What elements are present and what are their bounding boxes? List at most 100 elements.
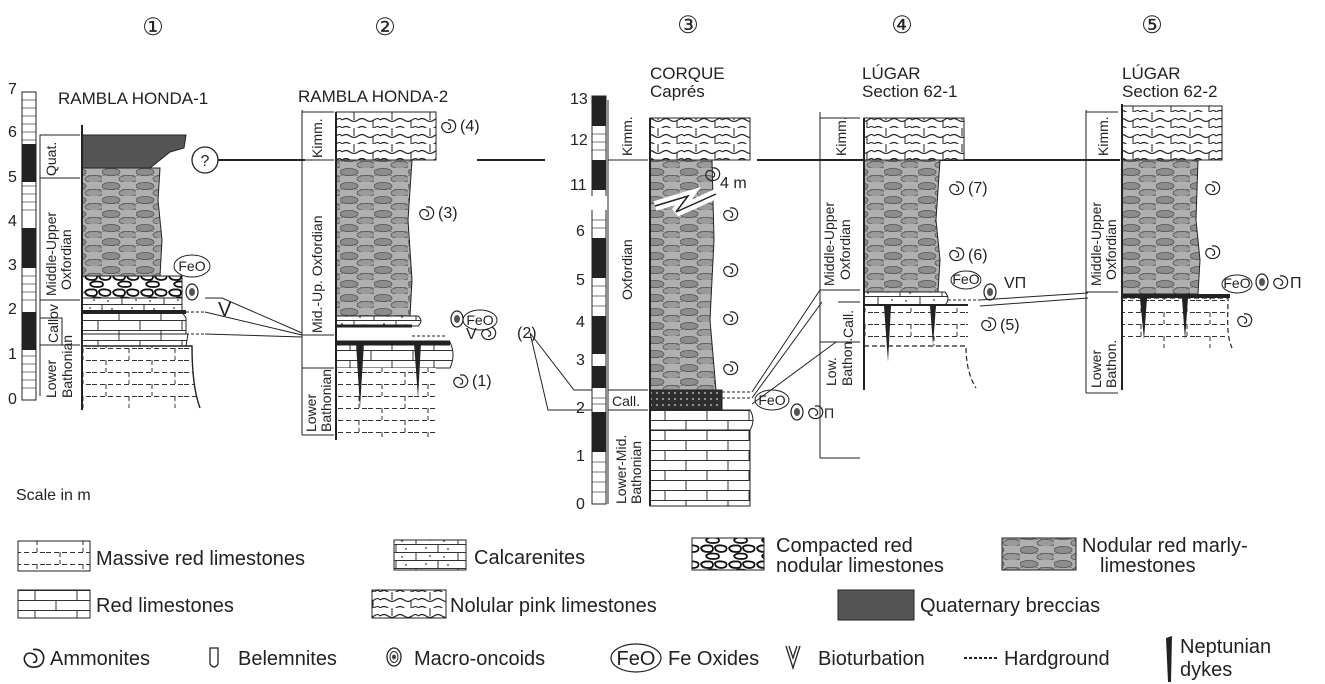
col4-unit-oxf1: Middle-Upper — [821, 202, 837, 286]
col4-unit-call: Call. — [840, 310, 856, 338]
column-5-title: LÚGAR — [1122, 64, 1181, 83]
col1-tick-0: 0 — [8, 391, 17, 408]
column-4-subtitle: Section 62-1 — [862, 82, 957, 101]
col4-ref-5: (5) — [1000, 317, 1020, 334]
col1-tick-5: 5 — [8, 169, 17, 186]
column-1: 0 1 2 3 4 5 6 7 Quat. Middle-Upper Oxfor… — [8, 81, 232, 410]
legend-nodular-pink: Nolular pink limestones — [450, 595, 657, 617]
column-1-number: ① — [142, 14, 164, 41]
col1-tick-4: 4 — [8, 213, 17, 230]
col3-gap-label: 4 m — [720, 175, 747, 192]
col1-oncoid-icon — [186, 284, 198, 300]
col3-unit-call: Call. — [612, 393, 640, 409]
legend-nodular-marly-2: limestones — [1100, 555, 1196, 577]
col3-unit-oxf: Oxfordian — [619, 239, 635, 300]
col4-ref-7: (7) — [968, 180, 988, 197]
col2-bioturbation-icon: V — [466, 326, 477, 343]
col3-tick-0: 0 — [576, 496, 585, 513]
col2-unit-kimm: Kimm. — [309, 118, 325, 158]
scale-label: Scale in m — [16, 487, 91, 504]
legend-fe-oxides: Fe Oxides — [668, 648, 759, 670]
column-2-number: ② — [374, 14, 396, 41]
legend-neptunian-2: dykes — [1180, 659, 1232, 681]
col5-belemnite-icon: Π — [1290, 275, 1302, 292]
legend-massive-red: Massive red limestones — [96, 548, 305, 570]
col3-tick-5: 5 — [576, 272, 585, 289]
col1-quaternary-breccia — [82, 135, 186, 168]
col4-feo-label: FeO — [952, 271, 979, 287]
legend-neptunian-1: Neptunian — [1180, 636, 1271, 658]
col4-unit-kimm: Kimm. — [833, 116, 849, 156]
column-4-title: LÚGAR — [862, 64, 921, 83]
col4-bioturbation-icon: VΠ — [1004, 275, 1026, 292]
col5-unit-oxf1: Middle-Upper — [1088, 202, 1104, 286]
col2-ref-3: (3) — [438, 205, 458, 222]
col3-tick-13: 13 — [570, 91, 588, 108]
column-4: Kimm. Middle-Upper Oxfordian Call. Low. … — [752, 112, 1088, 458]
col5-unit-oxf2: Oxfordian — [1103, 219, 1119, 280]
legend-macro-oncoids: Macro-oncoids — [414, 648, 545, 670]
legend-bioturbation: Bioturbation — [818, 648, 925, 670]
legend-red-limestones: Red limestones — [96, 595, 234, 617]
legend: Massive red limestones Calcarenites Comp… — [18, 535, 1271, 682]
legend-compacted-2: nodular limestones — [776, 555, 944, 577]
col1-tick-2: 2 — [8, 301, 17, 318]
column-4-number: ④ — [891, 12, 913, 39]
col3-unit-kimm: Kimm. — [619, 116, 635, 156]
col5-feo-label: FeO — [1223, 275, 1250, 291]
col4-unit-oxf2: Oxfordian — [837, 219, 853, 280]
column-3-number: ③ — [677, 12, 699, 39]
col3-feo-label: FeO — [758, 392, 785, 408]
legend-pink-swatch — [372, 590, 446, 618]
legend-red-limestone-swatch — [18, 590, 90, 618]
column-5: Kimm. Middle-Upper Oxfordian Lower Batho… — [1086, 104, 1302, 393]
belemnite-icon — [210, 648, 218, 667]
col3-tick-6: 6 — [576, 223, 585, 240]
col1-question-mark: ? — [201, 153, 210, 170]
col3-tick-4: 4 — [576, 314, 585, 331]
column-2-title: RAMBLA HONDA-2 — [298, 87, 448, 106]
legend-compacted-1: Compacted red — [776, 535, 913, 557]
col1-unit-bath1: Lower — [43, 360, 59, 398]
col3-belemnite-icon: Π — [824, 405, 834, 421]
col3-unit-bath1: Lower-Mid. — [613, 435, 629, 504]
col5-unit-bath1: Lower — [1088, 350, 1104, 388]
col2-unit-oxf: Mid.-Up. Oxfordian — [309, 216, 325, 333]
legend-hardground: Hardground — [1004, 648, 1110, 670]
col1-feo-label: FeO — [178, 258, 205, 274]
legend-belemnites: Belemnites — [238, 648, 337, 670]
col1-tick-1: 1 — [8, 346, 17, 363]
col3-tick-1: 1 — [576, 448, 585, 465]
macro-oncoid-icon — [387, 648, 401, 666]
col1-unit-bath2: Bathonian — [59, 335, 75, 398]
col1-tick-7: 7 — [8, 81, 17, 98]
neptunian-dyke-icon — [1166, 636, 1172, 682]
legend-calcarenite-swatch — [394, 540, 466, 570]
legend-nodular-marly-swatch — [1002, 538, 1076, 570]
col1-tick-3: 3 — [8, 257, 17, 274]
column-5-number: ⑤ — [1141, 12, 1163, 39]
column-3-subtitle: Caprés — [650, 82, 705, 101]
legend-massive-swatch — [18, 541, 90, 571]
legend-feo: FeO — [617, 648, 656, 670]
legend-quaternary-swatch — [838, 590, 914, 620]
col2-unit-bath1: Lower — [303, 394, 319, 432]
col2-ref-2: (2) — [517, 325, 537, 342]
col2-ref-4: (4) — [460, 118, 480, 135]
col3-tick-3: 3 — [576, 352, 585, 369]
col3-tick-11: 11 — [570, 177, 587, 194]
legend-compacted-swatch — [692, 538, 764, 570]
column-3-title: CORQUE — [650, 64, 725, 83]
column-5-subtitle: Section 62-2 — [1122, 82, 1217, 101]
col4-unit-bath1: Low. — [823, 357, 839, 386]
legend-quaternary: Quaternary breccias — [920, 595, 1100, 617]
column-1-title: RAMBLA HONDA-1 — [58, 89, 208, 108]
col5-unit-kimm: Kimm. — [1095, 116, 1111, 156]
col4-ref-6: (6) — [968, 247, 988, 264]
col3-unit-bath2: Bathonian — [628, 441, 644, 504]
col1-unit-oxf2: Oxfordian — [58, 229, 74, 290]
ammonite-icon — [24, 649, 43, 667]
col1-tick-6: 6 — [8, 124, 17, 141]
legend-calcarenites: Calcarenites — [474, 547, 585, 569]
